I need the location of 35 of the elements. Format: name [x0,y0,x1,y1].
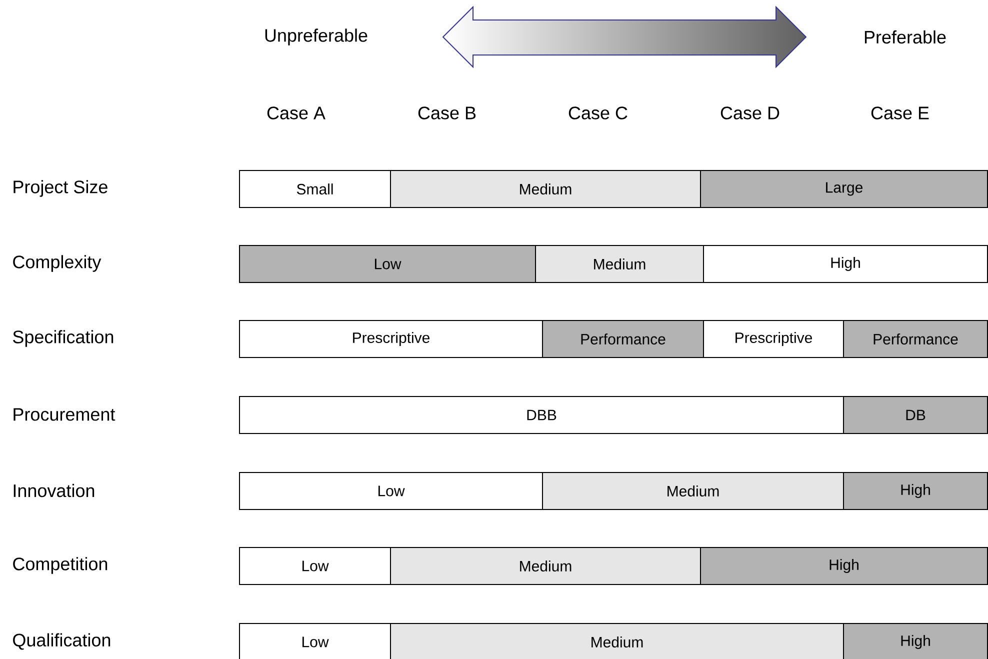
bar-segment: Medium [390,547,701,585]
case-label: Case D [720,106,780,120]
case-label: Case A [267,106,326,120]
bar-segment: Large [700,170,988,208]
row-label: Complexity [13,255,102,272]
bar-segment: Medium [390,170,701,208]
row-label: Innovation [14,484,94,498]
bar-segment: Performance [542,320,704,358]
bar-segment: Medium [535,245,704,283]
bar-segment: Medium [542,472,844,510]
scale-label: Preferable [864,30,946,44]
bar-segment: DBB [239,396,844,434]
bar-segment: Low [239,472,543,510]
bar-segment: Low [239,547,391,585]
bar-segment: Prescriptive [703,320,844,358]
bar-segment: DB [843,396,988,434]
bar-segment: Low [239,623,391,659]
bar-segment: Prescriptive [239,320,543,358]
row-label: Project Size [14,180,108,197]
scale-label: Unpreferable [265,28,368,46]
bar-segment: High [700,547,988,585]
bar-segment: Small [239,170,391,208]
case-label: Case B [418,106,476,120]
bar-segment: Medium [390,623,844,659]
row-label: Qualification [13,633,110,650]
bar-segment: Low [239,245,536,283]
case-label: Case E [871,106,929,120]
row-label: Procurement [14,408,116,421]
bar-segment: High [843,623,988,659]
bar-segment: High [843,472,988,510]
bar-segment: High [703,245,988,283]
bar-segment: Performance [843,320,988,358]
row-label: Competition [13,557,108,574]
row-label: Specification [13,330,114,347]
case-label: Case C [568,106,628,120]
